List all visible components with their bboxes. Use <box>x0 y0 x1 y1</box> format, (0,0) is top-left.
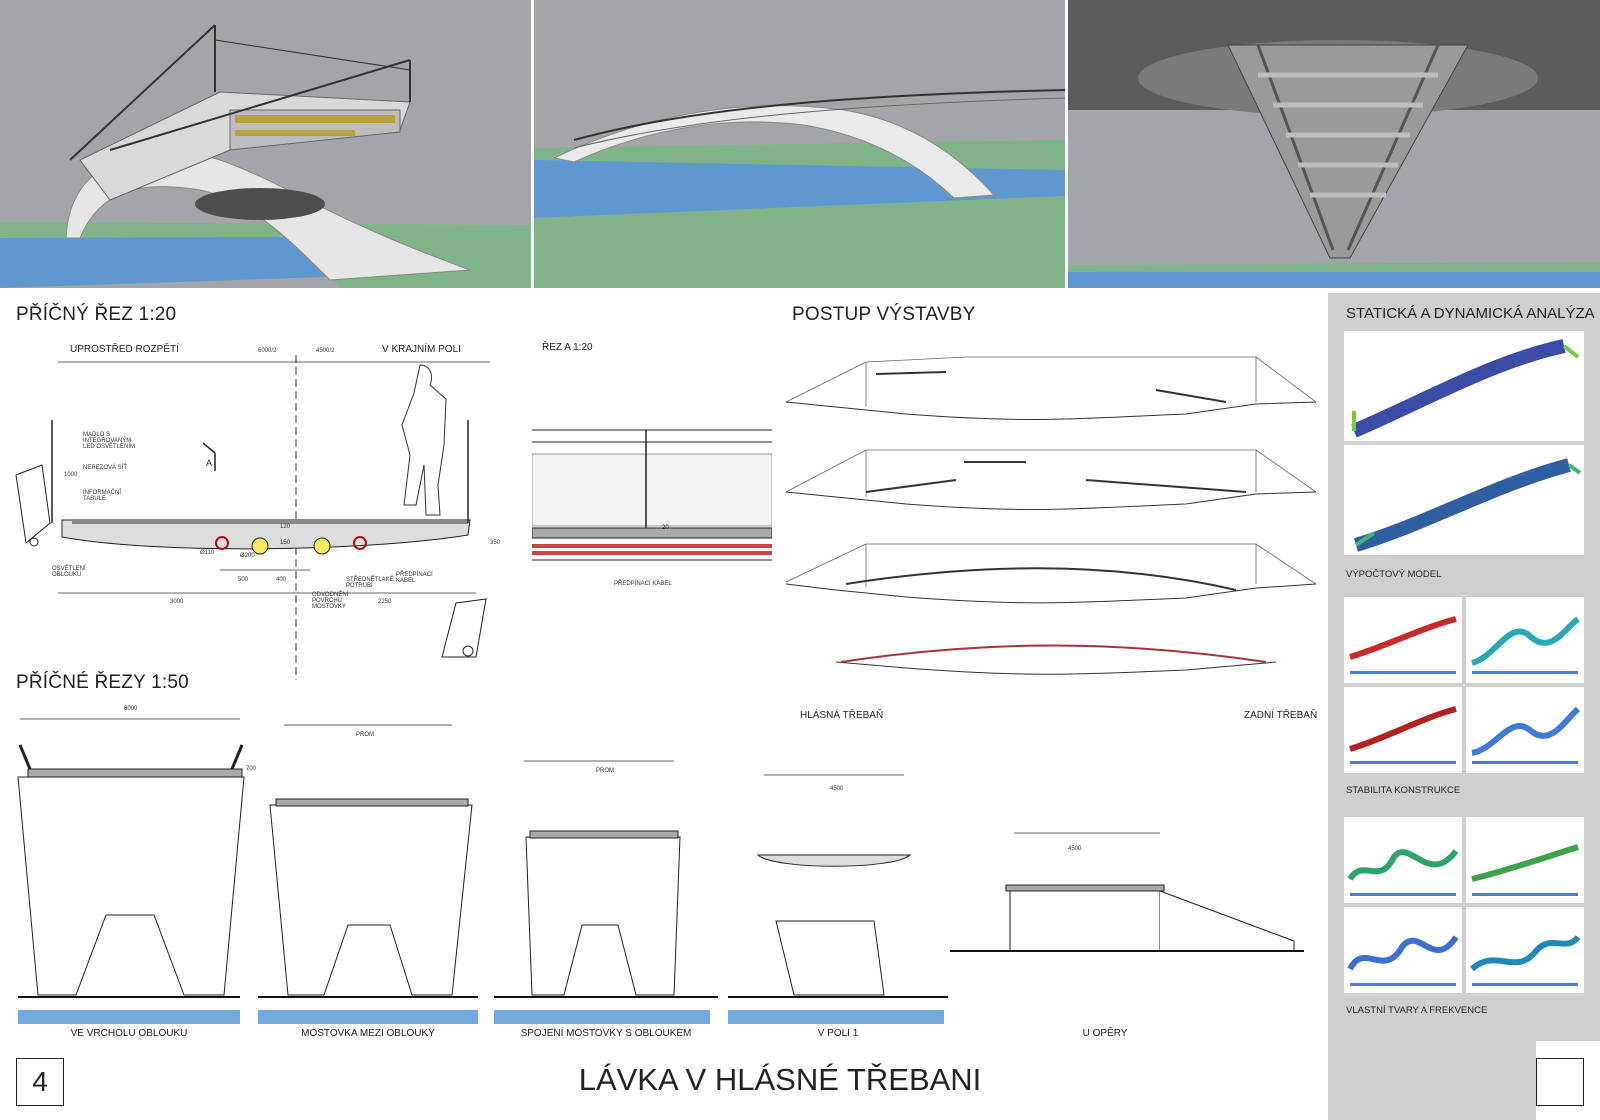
dim-d200: Ø200 <box>240 553 255 559</box>
ground-line-1 <box>18 996 240 998</box>
label-modes: VLASTNÍ TVARY A FREKVENCE <box>1346 1005 1488 1016</box>
fe-stability-1 <box>1344 597 1462 683</box>
corner-box <box>1536 1058 1584 1106</box>
fe-stability-3 <box>1344 687 1462 773</box>
note-pipe: STŘEDNĚTLAKÉ POTRUBÍ <box>346 577 394 589</box>
note-info-board: INFORMAČNÍ TABULE <box>83 490 121 502</box>
note-drainage: ODVODNĚNÍ POVRCHU MOSTOVKY <box>312 592 349 610</box>
fe-mode-1 <box>1344 817 1462 903</box>
caption-top-of-arch: VE VRCHOLU OBLOUKU <box>70 1028 188 1039</box>
caption-at-abutment: U OPĚRY <box>1082 1028 1128 1039</box>
section-a-cable-note: PŘEDPÍNACÍ KABEL <box>614 581 672 587</box>
dim-4500-a: 4500 <box>830 786 844 792</box>
cross-section-drawing <box>15 355 490 680</box>
ground-line-3 <box>494 996 718 998</box>
render-bridge-bottom-view <box>1068 0 1600 288</box>
section-a-title: ŘEZ A 1:20 <box>542 342 593 353</box>
section-marker: A <box>206 458 213 468</box>
fe-stability-4 <box>1466 687 1584 773</box>
label-mid-span: UPROSTŘED ROZPĚTÍ <box>70 344 179 355</box>
construction-stages-drawing <box>786 356 1316 675</box>
dim-top-right: 4500/2 <box>316 348 335 354</box>
fe-mode-4 <box>1466 907 1584 993</box>
water-strip-4 <box>728 1010 944 1024</box>
dim-bottom-right: 2250 <box>378 599 392 605</box>
fe-mode-3 <box>1344 907 1462 993</box>
fe-model-2 <box>1344 445 1584 555</box>
analysis-sidebar: STATICKÁ A DYNAMICKÁ ANALÝZA VÝPOČTOVÝ M… <box>1328 293 1600 1120</box>
dim-4500-b: 4500 <box>1068 846 1082 852</box>
caption-deck-between-arches: MOSTOVKA MEZI OBLOUKY <box>301 1028 435 1039</box>
label-side-span: V KRAJNÍM POLI <box>382 344 461 355</box>
note-arch-lighting: OSVĚTLENÍ OBLOUKU <box>52 566 86 578</box>
page-number: 4 <box>16 1058 64 1106</box>
note-mesh: NEREZOVÁ SÍŤ <box>83 465 128 471</box>
note-cable: PŘEDPÍNACÍ KABEL <box>396 572 433 584</box>
section-a-dim-20: 20 <box>662 525 669 531</box>
dim-6000: 6000 <box>124 706 138 712</box>
cross-sections-title: PŘÍČNÉ ŘEZY 1:50 <box>16 672 189 693</box>
render-bridge-side-view <box>534 0 1065 288</box>
dim-prom-1: PROM <box>356 732 374 738</box>
dim-prom-2: PROM <box>596 768 614 774</box>
render-bridge-underside-perspective <box>0 0 531 288</box>
dim-top-left: 6000/2 <box>258 348 277 354</box>
dim-1000: 1000 <box>64 472 78 478</box>
caption-deck-arch-joint: SPOJENÍ MOSTOVKY S OBLOUKEM <box>520 1028 692 1039</box>
fe-model-1 <box>1344 331 1584 441</box>
dim-700: 700 <box>246 766 257 772</box>
label-computational-model: VÝPOČTOVÝ MODEL <box>1346 569 1442 580</box>
project-title: LÁVKA V HLÁSNÉ TŘEBANI <box>578 1062 982 1097</box>
dim-120: 120 <box>280 524 291 530</box>
cross-section-title: PŘÍČNÝ ŘEZ 1:20 <box>16 304 177 325</box>
fe-mode-2 <box>1466 817 1584 903</box>
place-right: ZADNÍ TŘEBAŇ <box>1244 710 1318 721</box>
ground-line-4 <box>728 996 948 998</box>
dim-150: 150 <box>280 540 291 546</box>
label-stability: STABILITA KONSTRUKCE <box>1346 785 1461 796</box>
place-left: HLÁSNÁ TŘEBAŇ <box>800 710 884 721</box>
section-a-drawing <box>532 429 772 561</box>
construction-title: POSTUP VÝSTAVBY <box>792 304 976 325</box>
fe-stability-2 <box>1466 597 1584 683</box>
analysis-title: STATICKÁ A DYNAMICKÁ ANALÝZA <box>1346 305 1595 322</box>
caption-span-1: V POLI 1 <box>817 1028 859 1039</box>
water-strip-3 <box>494 1010 710 1024</box>
water-strip-2 <box>258 1010 478 1024</box>
water-strip-1 <box>18 1010 240 1024</box>
dim-d110: Ø110 <box>200 550 215 556</box>
dim-350: 350 <box>490 540 501 546</box>
cross-sections-drawing <box>17 718 1304 996</box>
dim-500: 500 <box>238 577 249 583</box>
dim-bottom-left: 3000 <box>170 599 184 605</box>
note-handrail: MADLO S INTEGROVANÝM LED OSVĚTLENÍM <box>83 432 136 450</box>
ground-line-2 <box>258 996 478 998</box>
dim-400: 400 <box>276 577 287 583</box>
